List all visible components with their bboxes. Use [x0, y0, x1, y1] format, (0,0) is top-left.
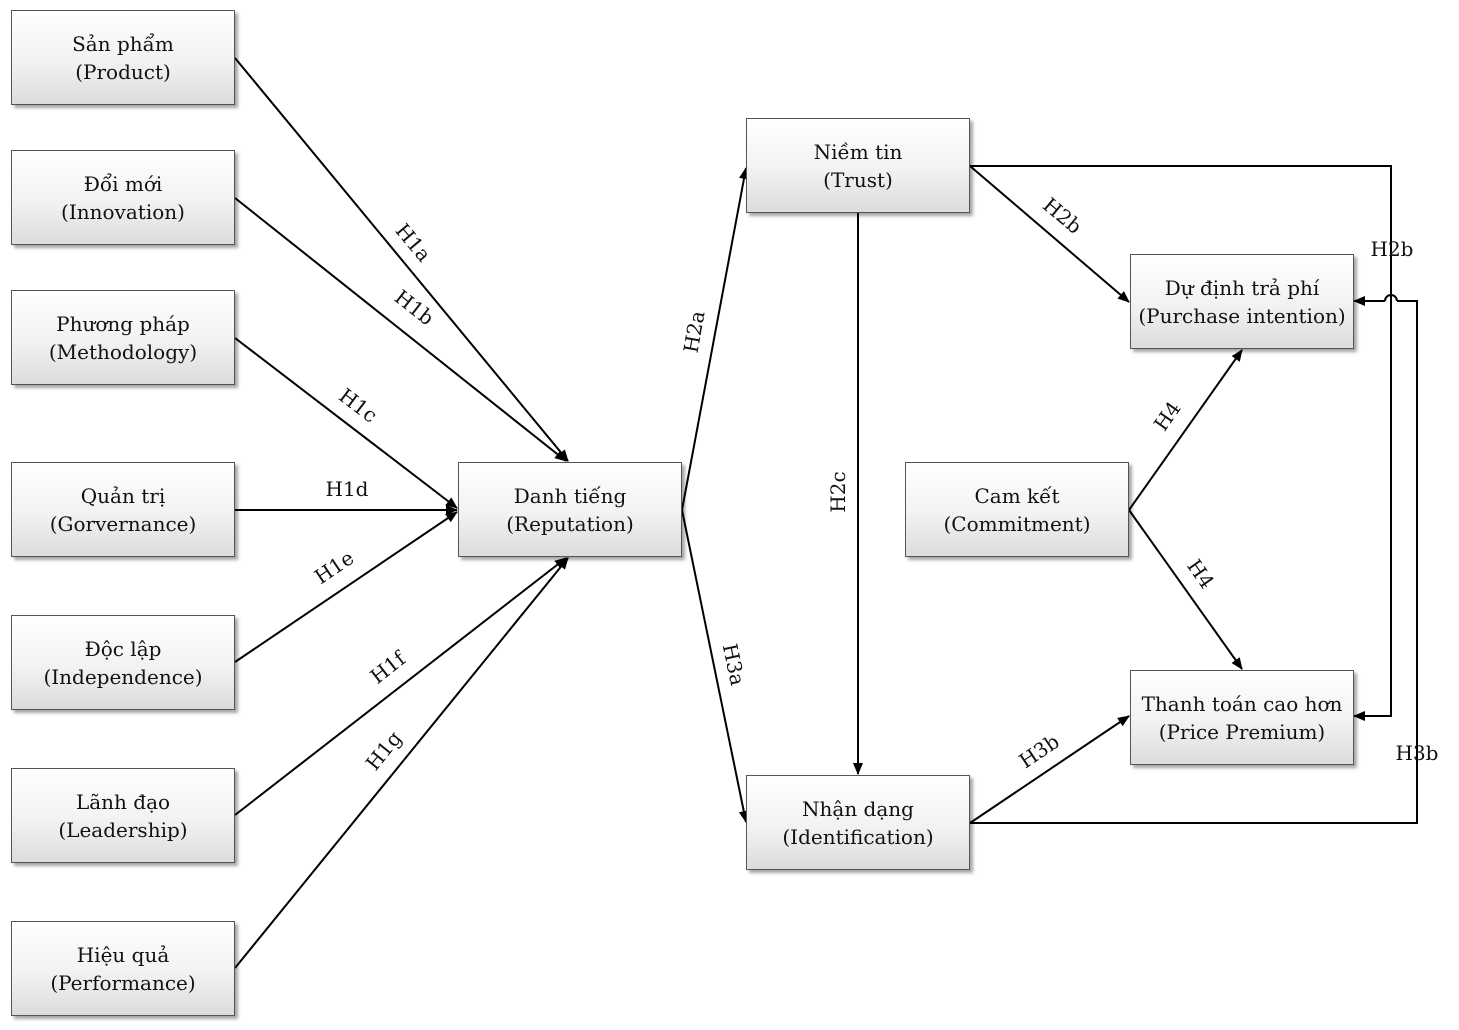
label-h1e: H1e [310, 546, 358, 589]
node-governance-vi: Quản trị [80, 483, 166, 508]
node-product: Sản phẩm (Product) [11, 10, 235, 105]
node-performance-en: (Performance) [50, 970, 196, 995]
label-h1g: H1g [361, 726, 407, 775]
node-purchase-intention: Dự định trả phí (Purchase intention) [1130, 254, 1354, 349]
label-h3b-side: H3b [1396, 741, 1439, 765]
arrow-h2b-diagonal [969, 165, 1130, 303]
label-h2c: H2c [826, 471, 850, 512]
node-commitment-en: (Commitment) [943, 511, 1091, 536]
label-h1f: H1f [365, 645, 411, 688]
node-product-en: (Product) [75, 59, 171, 84]
node-innovation: Đổi mới (Innovation) [11, 150, 235, 245]
arrow-h1a [234, 57, 569, 462]
node-governance-en: (Gorvernance) [49, 511, 197, 536]
node-methodology: Phương pháp (Methodology) [11, 290, 235, 385]
node-methodology-en: (Methodology) [48, 339, 198, 364]
node-price-premium-en: (Price Premium) [1158, 719, 1326, 744]
label-h4-down: H4 [1182, 555, 1219, 593]
node-identification-vi: Nhận dạng [802, 796, 914, 821]
node-reputation: Danh tiếng (Reputation) [458, 462, 682, 557]
node-trust-en: (Trust) [823, 167, 893, 192]
arrow-h2a [681, 167, 749, 511]
label-h4-up: H4 [1149, 397, 1186, 435]
node-independence-vi: Độc lập [84, 636, 162, 661]
arrow-h1f [234, 557, 567, 816]
label-h1d: H1d [326, 477, 369, 501]
arrow-h4-down [1128, 509, 1243, 670]
arrow-h2b-side [970, 165, 1392, 721]
arrow-h3a [681, 509, 749, 823]
arrow-h1b [234, 197, 567, 462]
node-governance: Quản trị (Gorvernance) [11, 462, 235, 557]
node-purchase-intention-vi: Dự định trả phí [1164, 275, 1320, 300]
label-h1a: H1a [391, 219, 436, 267]
node-price-premium: Thanh toán cao hơn (Price Premium) [1130, 670, 1354, 765]
node-independence-en: (Independence) [43, 664, 203, 689]
node-methodology-vi: Phương pháp [56, 311, 190, 336]
node-commitment: Cam kết (Commitment) [905, 462, 1129, 557]
node-purchase-intention-en: (Purchase intention) [1138, 303, 1346, 328]
node-reputation-vi: Danh tiếng [513, 483, 627, 508]
node-identification-en: (Identification) [782, 824, 934, 849]
arrow-h3b-hop [1384, 294, 1398, 302]
node-reputation-en: (Reputation) [506, 511, 634, 536]
node-product-vi: Sản phẩm [72, 31, 174, 56]
node-performance: Hiệu quả (Performance) [11, 921, 235, 1016]
label-h2b-side: H2b [1371, 237, 1414, 261]
node-independence: Độc lập (Independence) [11, 615, 235, 710]
label-h3b-diagonal: H3b [1015, 729, 1064, 773]
arrow-h3b-side [970, 300, 1418, 824]
label-h1b: H1b [390, 285, 439, 330]
node-performance-vi: Hiệu quả [76, 942, 170, 967]
label-h2a: H2a [679, 309, 710, 355]
label-h3a: H3a [718, 641, 750, 687]
node-trust-vi: Niềm tin [813, 139, 903, 164]
arrow-h4-up [1128, 349, 1243, 511]
arrow-h1g [234, 557, 569, 969]
arrow-h1e [234, 511, 458, 663]
node-innovation-en: (Innovation) [61, 199, 185, 224]
node-price-premium-vi: Thanh toán cao hơn [1141, 691, 1343, 716]
node-leadership-vi: Lãnh đạo [75, 789, 171, 814]
arrow-h1c [234, 337, 458, 509]
node-leadership-en: (Leadership) [58, 817, 188, 842]
node-commitment-vi: Cam kết [974, 483, 1060, 508]
node-identification: Nhận dạng (Identification) [746, 775, 970, 870]
arrow-h3b-diagonal [969, 715, 1130, 824]
node-innovation-vi: Đổi mới [83, 171, 163, 196]
node-leadership: Lãnh đạo (Leadership) [11, 768, 235, 863]
node-trust: Niềm tin (Trust) [746, 118, 970, 213]
